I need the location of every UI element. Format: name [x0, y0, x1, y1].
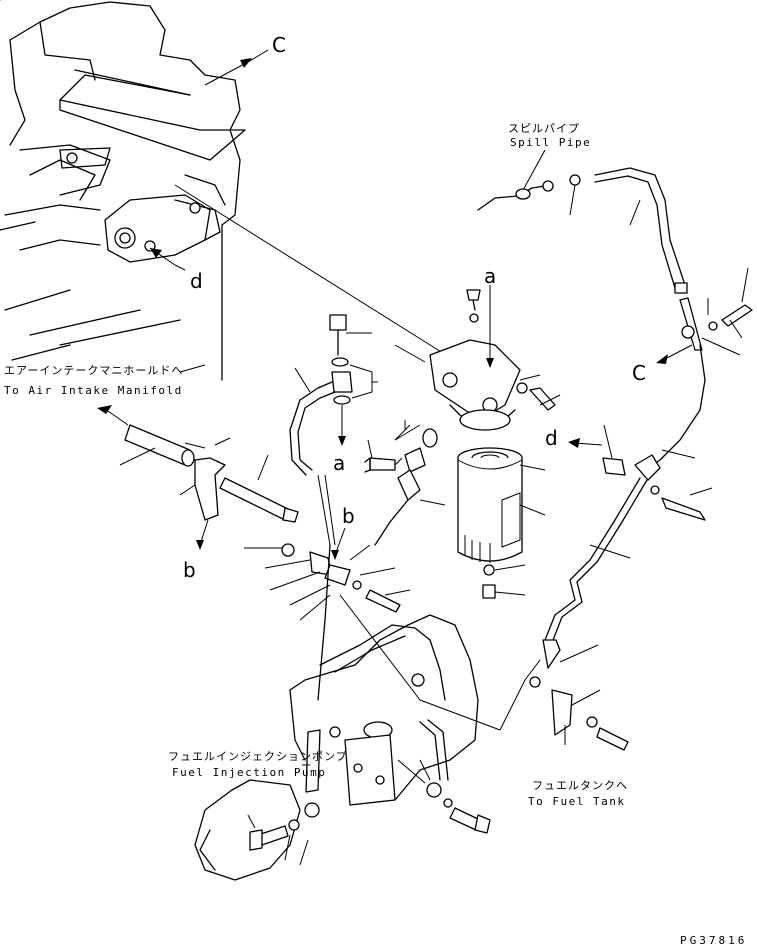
callout-d-right-label: d: [545, 426, 558, 450]
injection-pump-en-label: Fuel Injection Pump: [172, 766, 326, 779]
spill-pipe: スピルパイプ Spill Pipe: [477, 122, 753, 356]
fuel-injection-pump: フュエルインジェクションポンプ Fuel Injection Pump: [168, 544, 541, 881]
callout-d-left: d: [149, 247, 203, 293]
air-intake-jp-label: エアーインテークマニホールドへ: [4, 364, 183, 377]
callout-c-right-label: C: [632, 361, 646, 385]
clamp-cluster: b: [244, 504, 411, 621]
callout-a-mid-label: a: [333, 451, 345, 475]
fuel-tank-jp-label: フュエルタンクへ: [532, 779, 628, 792]
air-intake-en-label: To Air Intake Manifold: [4, 384, 183, 397]
return-fuel-line: フュエルタンクへ To Fuel Tank: [528, 344, 713, 808]
clip-bracket-parts: エアーインテークマニホールドへ To Air Intake Manifold b: [4, 364, 299, 582]
fuel-tank-en-label: To Fuel Tank: [528, 795, 625, 808]
callout-d-left-label: d: [190, 269, 203, 293]
callout-b-mid-label: b: [342, 504, 355, 528]
fuel-filter-cartridge: [457, 447, 546, 599]
feed-hose-assembly: a: [0, 0, 446, 546]
spill-pipe-jp-label: スピルパイプ: [508, 122, 580, 135]
engine-block: [0, 1, 246, 381]
routing-line-engine-filter: [174, 184, 471, 371]
callout-c-top: C: [204, 33, 286, 86]
callout-c-top-label: C: [272, 33, 286, 57]
callout-d-right: d: [545, 424, 626, 476]
callout-a-top-label: a: [484, 264, 496, 288]
filter-head: a: [394, 264, 561, 431]
callout-b-left-label: b: [183, 558, 196, 582]
spill-pipe-en-label: Spill Pipe: [510, 136, 591, 149]
drawing-code: PG37816: [680, 934, 747, 947]
callout-c-right: C: [632, 344, 693, 385]
injection-pump-jp-label: フュエルインジェクションポンプ: [168, 750, 348, 763]
